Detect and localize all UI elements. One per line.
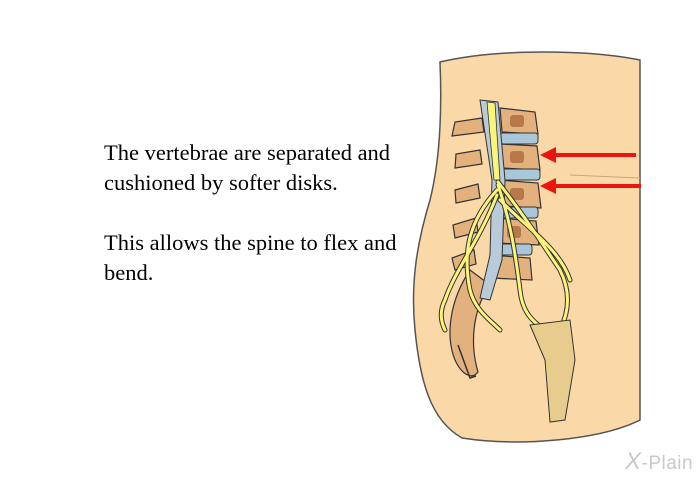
sciatic-nerve — [529, 319, 576, 423]
caption-line-1: The vertebrae are separated and cushione… — [104, 140, 391, 195]
arrows — [540, 147, 641, 194]
caption: The vertebrae are separated and cushione… — [104, 138, 404, 288]
xplain-logo: X-Plain — [625, 448, 694, 475]
caption-line-2: This allows the spine to flex and bend. — [104, 230, 397, 285]
